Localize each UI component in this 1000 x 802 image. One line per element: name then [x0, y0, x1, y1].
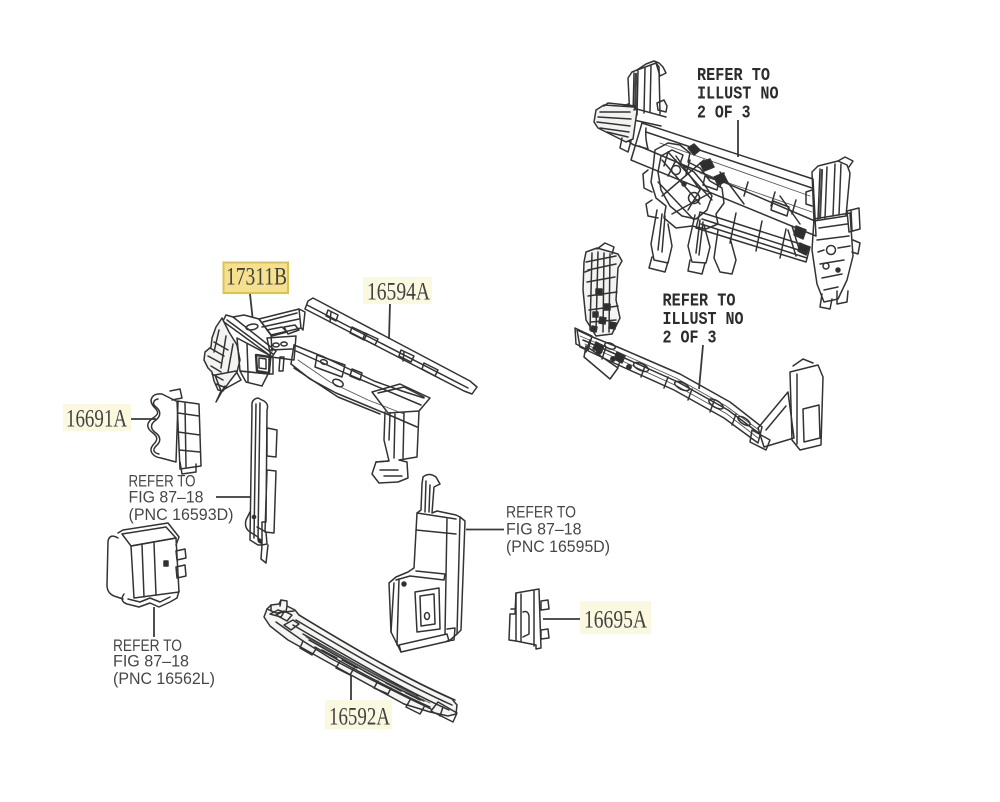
svg-text:17311B: 17311B — [226, 264, 287, 291]
svg-text:FIG 87–18: FIG 87–18 — [129, 488, 204, 507]
svg-text:REFER TO: REFER TO — [663, 291, 736, 311]
svg-text:REFER TO: REFER TO — [113, 636, 182, 655]
svg-text:16695A: 16695A — [584, 607, 647, 634]
svg-text:16594A: 16594A — [367, 279, 430, 306]
svg-text:REFER TO: REFER TO — [129, 472, 196, 491]
svg-text:REFER TO: REFER TO — [697, 66, 770, 86]
svg-text:FIG 87–18: FIG 87–18 — [506, 520, 582, 539]
svg-text:2 OF 3: 2 OF 3 — [697, 103, 751, 123]
svg-text:16592A: 16592A — [329, 704, 390, 731]
svg-text:FIG 87–18: FIG 87–18 — [113, 652, 189, 671]
svg-text:16691A: 16691A — [66, 406, 127, 433]
svg-text:(PNC 16562L): (PNC 16562L) — [113, 669, 215, 688]
svg-text:REFER TO: REFER TO — [506, 503, 576, 522]
svg-text:ILLUST NO: ILLUST NO — [663, 310, 744, 330]
svg-text:ILLUST NO: ILLUST NO — [697, 85, 779, 105]
svg-text:2 OF 3: 2 OF 3 — [663, 329, 717, 349]
svg-text:(PNC 16595D): (PNC 16595D) — [506, 537, 610, 556]
svg-text:(PNC 16593D): (PNC 16593D) — [129, 505, 234, 524]
